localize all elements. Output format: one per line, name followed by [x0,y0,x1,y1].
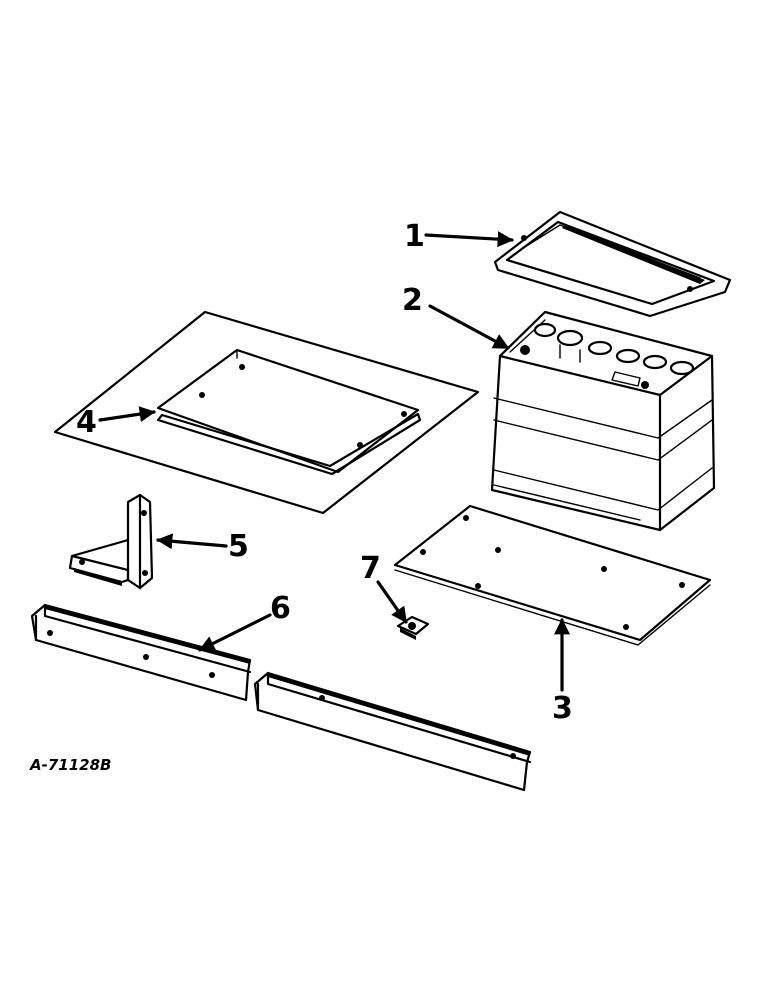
callout-4: 4 [76,405,97,440]
callout-7: 7 [360,551,381,586]
part-5-angle-bracket [68,493,154,590]
callout-2: 2 [402,283,423,318]
callout-1: 1 [404,219,425,254]
part-7-nut-clip [396,615,430,640]
callout-5: 5 [228,529,249,564]
callout-6: 6 [270,591,291,626]
part-2-battery [490,310,716,532]
leader-arrows [98,231,570,692]
figure-reference: A-71128B [29,756,111,774]
callout-3: 3 [552,691,573,726]
part-3-tray-plate [393,504,712,646]
part-4-mounting-panel [53,310,480,515]
part-1-hold-down-frame [493,210,732,318]
